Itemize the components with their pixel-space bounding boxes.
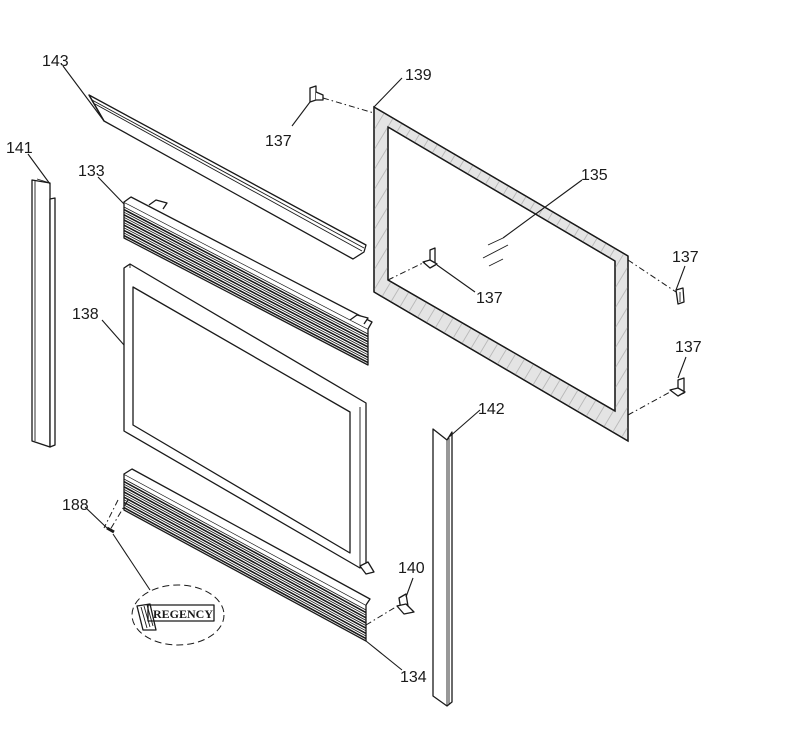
callout-143: 143	[42, 53, 69, 70]
part-135-glass-marks	[482, 237, 509, 267]
hatch-line	[415, 107, 628, 441]
callout-141: 141	[6, 140, 33, 157]
louver-ridge-line	[123, 491, 367, 624]
hatch-line	[788, 0, 800, 500]
part-137-clip-top-left	[309, 85, 324, 103]
callout-133: 133	[78, 163, 105, 180]
callout-137-right-upper: 137	[672, 249, 699, 266]
louver-ridge-line	[123, 506, 367, 640]
hatch-line	[391, 107, 628, 441]
louver-ridge-line	[123, 227, 369, 356]
louver-ridge-line	[123, 478, 367, 611]
hatch-line	[632, 0, 800, 500]
hatch-line	[559, 107, 628, 441]
louver-ridge-line	[123, 483, 367, 616]
hatch-line	[619, 107, 628, 441]
hatch-line	[535, 107, 628, 441]
louver-ridge-line	[123, 208, 369, 338]
louver-ridge-line	[123, 234, 369, 364]
louver-ridge-line	[123, 504, 367, 637]
louver-ridge-line	[123, 222, 369, 350]
callout-188: 188	[62, 497, 89, 514]
callout-137-top: 137	[265, 133, 292, 150]
hatch-line	[403, 107, 628, 441]
hatch-line	[499, 107, 628, 441]
hatch-line	[523, 107, 628, 441]
callout-137-right-lower: 137	[675, 339, 702, 356]
louver-ridge-line	[123, 206, 369, 335]
hatch-line	[716, 0, 800, 500]
callout-134: 134	[400, 669, 427, 686]
hatch-line	[374, 107, 537, 441]
louver-ridge-line	[123, 480, 367, 614]
hatch-line	[752, 0, 800, 500]
hatch-line	[0, 0, 20, 500]
part-137-clip-right-upper	[675, 287, 685, 305]
logo-text: REGENCY	[153, 607, 213, 621]
callout-138: 138	[72, 306, 99, 323]
louver-ridge-line	[123, 501, 367, 635]
louver-ridge-line	[123, 224, 369, 353]
hatch-line	[0, 0, 8, 500]
part-143-top-trim	[88, 94, 367, 260]
callout-140: 140	[398, 560, 425, 577]
part-133-upper-louver	[123, 196, 373, 366]
hatch-line	[728, 0, 800, 500]
louver-ridge-line	[123, 229, 369, 359]
callout-135: 135	[581, 167, 608, 184]
hatch-line	[487, 107, 628, 441]
callout-137-inner: 137	[476, 290, 503, 307]
hatch-line	[0, 0, 128, 500]
hatch-line	[0, 0, 116, 500]
louver-ridge-line	[123, 499, 367, 632]
louver-ridge-line	[123, 211, 369, 340]
hatch-line	[776, 0, 800, 500]
louver-ridge-line	[123, 494, 367, 626]
callout-labels: 143 141 133 138 139 135 137 137 137 137 …	[6, 53, 702, 686]
hatch-line	[644, 0, 800, 500]
leader-lines	[27, 65, 687, 671]
callout-142: 142	[478, 401, 505, 418]
part-138-front-frame	[123, 263, 375, 575]
hatch-line	[704, 0, 800, 500]
assembly-lines	[103, 97, 677, 626]
louver-ridge-line	[123, 489, 367, 621]
part-142-right-trim	[432, 428, 453, 707]
hatch-line	[571, 107, 628, 441]
louver-ridge-line	[123, 496, 367, 629]
hatch-line	[0, 0, 32, 500]
part-140-bracket	[396, 593, 415, 615]
louver-ridge-line	[123, 232, 369, 361]
louver-ridge-line	[123, 217, 369, 345]
hatch-line	[764, 0, 800, 500]
regency-logo-badge: REGENCY	[131, 584, 225, 646]
louver-ridge-line	[123, 214, 369, 343]
hatch-line	[547, 107, 628, 441]
part-137-clip-right-lower	[669, 377, 686, 397]
part-141-left-trim	[31, 178, 56, 448]
part-188-screw	[106, 526, 115, 534]
hatch-line	[692, 0, 800, 500]
hatch-line	[740, 0, 800, 500]
hatch-line	[607, 107, 628, 441]
louver-ridge-line	[123, 486, 367, 619]
hatch-line	[511, 107, 628, 441]
louver-ridge-line	[123, 219, 369, 348]
part-134-lower-louver	[123, 468, 371, 642]
callout-139: 139	[405, 67, 432, 84]
part-137-clip-inner	[422, 247, 438, 269]
